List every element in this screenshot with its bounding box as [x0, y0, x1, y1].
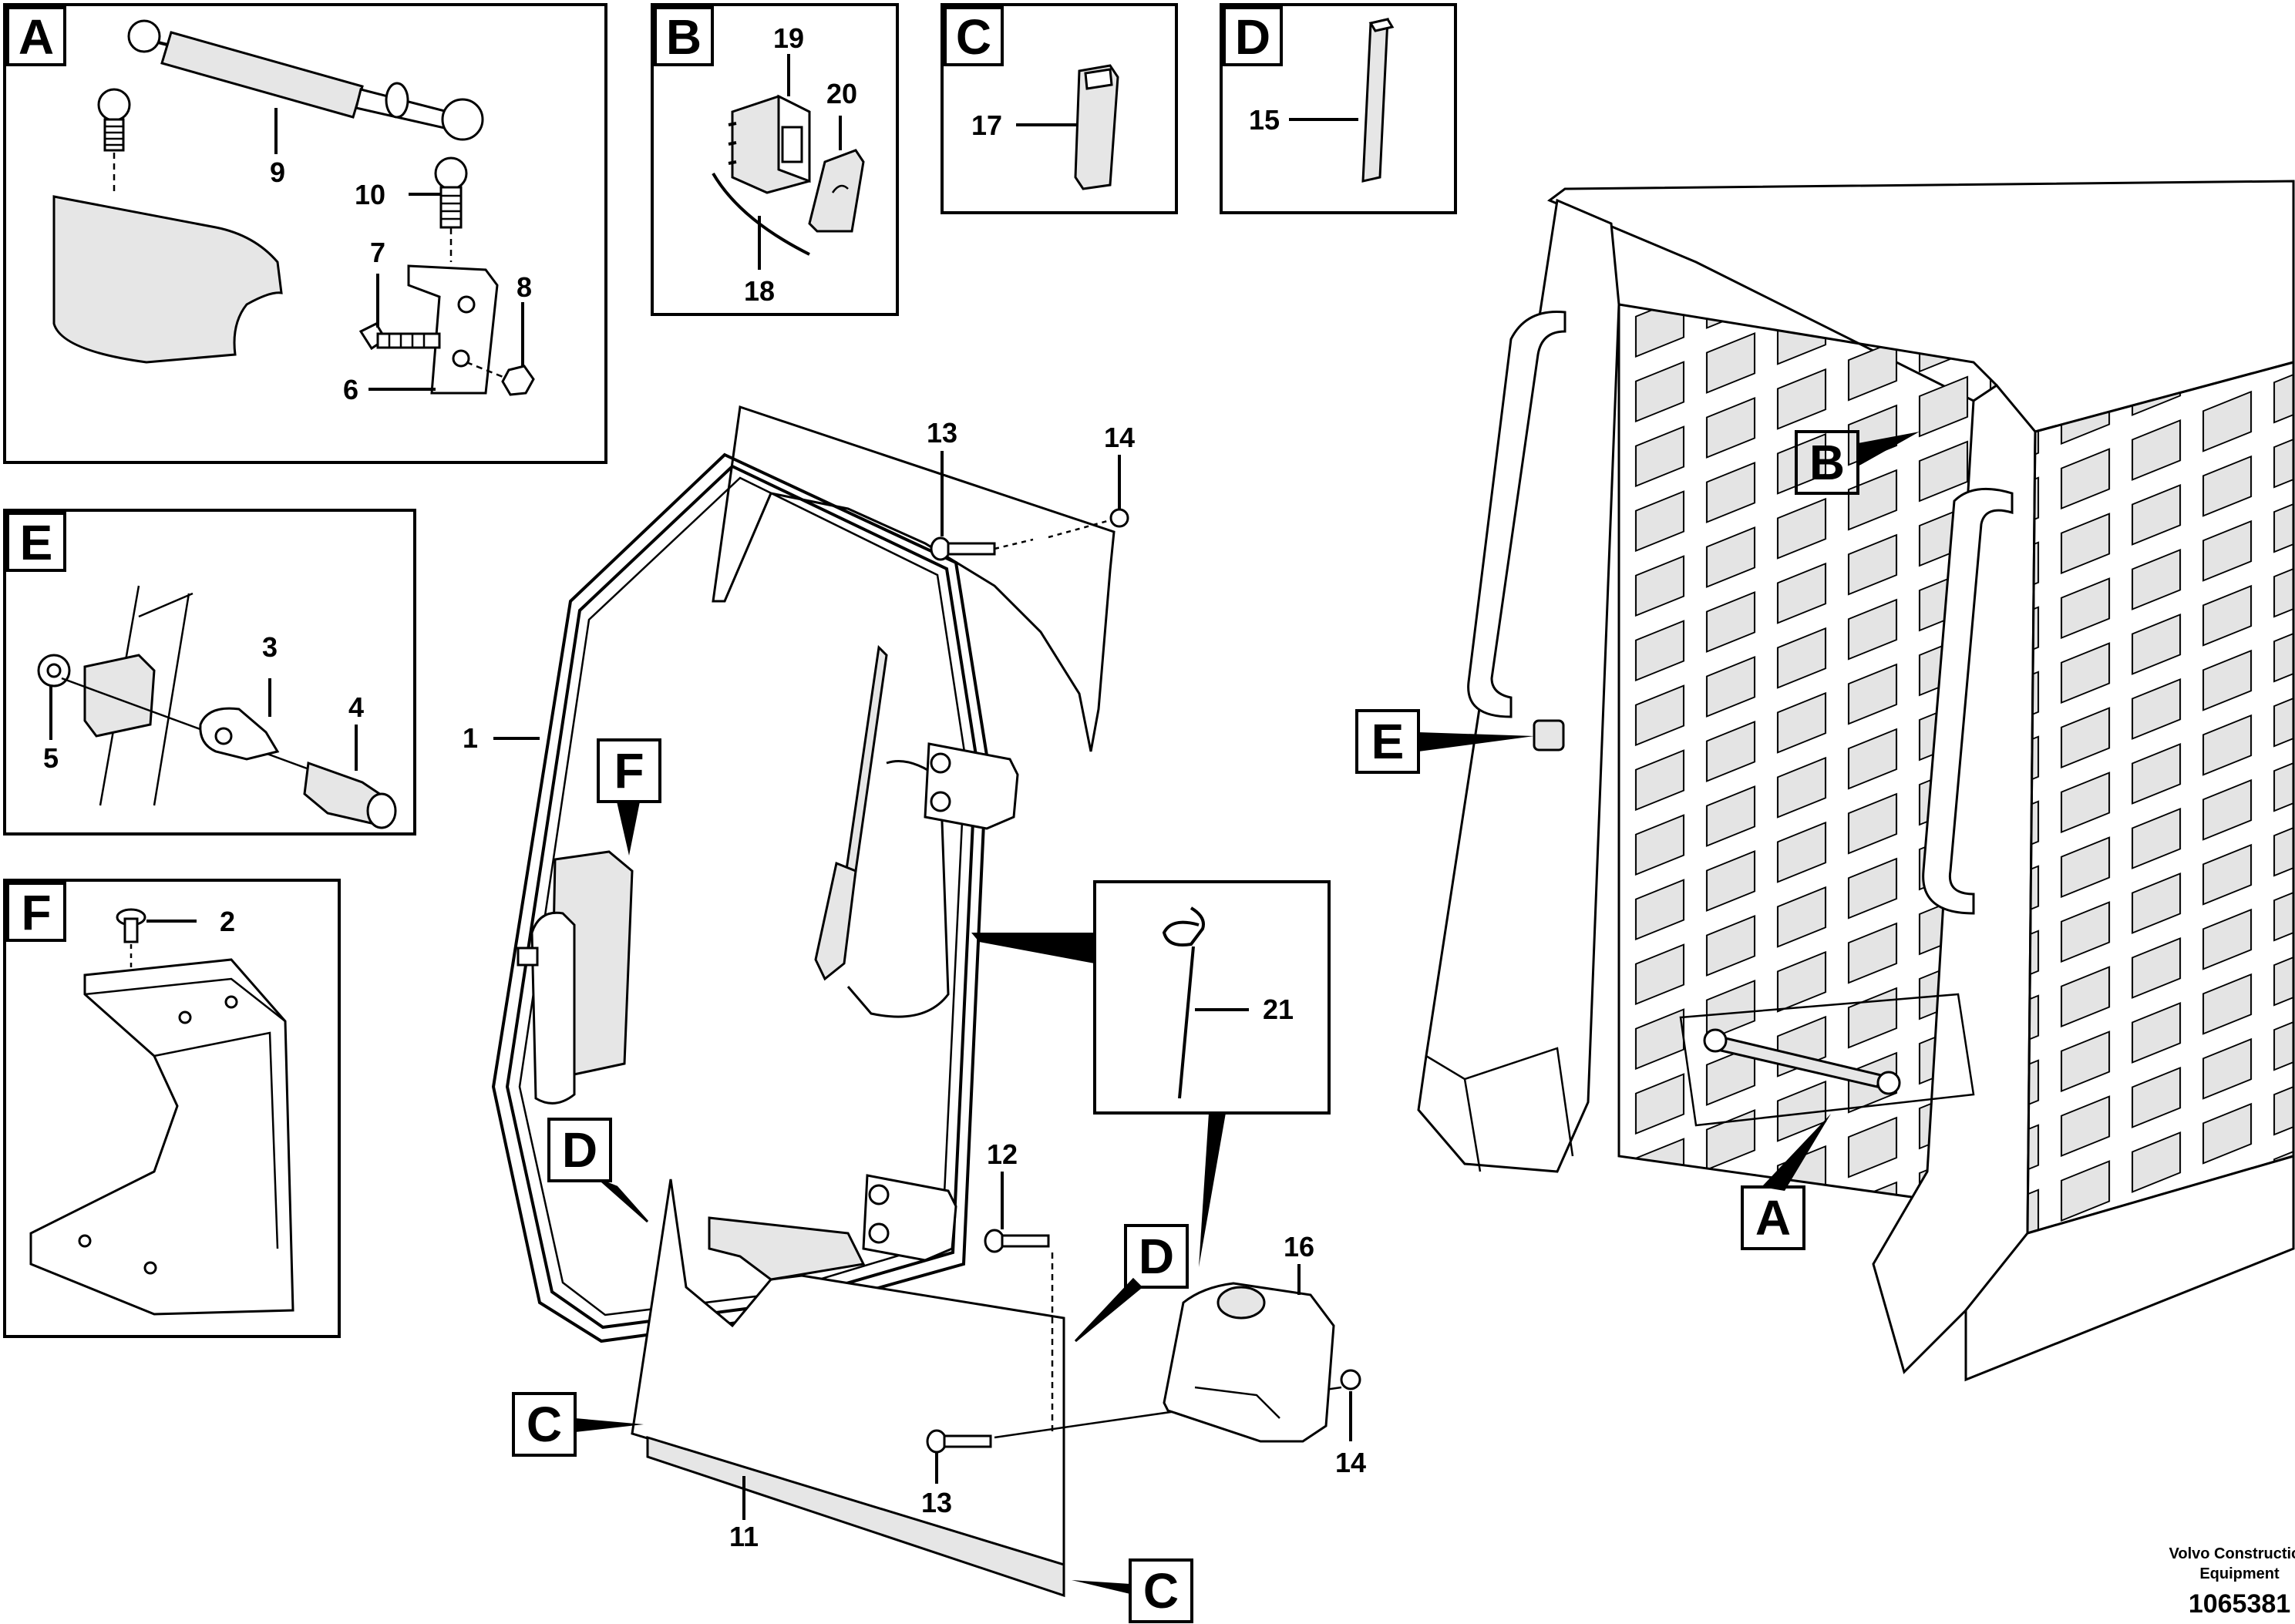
ball-stud-icon — [434, 156, 468, 262]
callout-c-right-letter: C — [1143, 1563, 1179, 1619]
detail-d-letter: D — [1235, 9, 1270, 65]
wire-detail-pointer-lower — [1199, 1113, 1226, 1267]
washer-reservoir-icon — [1163, 1282, 1335, 1443]
part-label-13-bottom: 13 — [921, 1487, 952, 1518]
gas-strut-icon — [127, 19, 484, 141]
rocker-switch-icon — [728, 94, 811, 194]
washer-icon — [37, 654, 71, 688]
cab-left-post-icon — [1417, 198, 1620, 1173]
detail-c-bumper: C 17 — [941, 3, 1178, 214]
drawing-number: 1065381 — [2189, 1589, 2290, 1619]
part-label-13-top: 13 — [927, 417, 957, 449]
upper-cover-panel-icon — [712, 405, 1116, 752]
washer-reservoir: 16 14 — [1163, 1231, 1366, 1478]
seal-strip-icon — [1361, 18, 1395, 183]
part-label-11: 11 — [729, 1521, 759, 1552]
detail-b-switch: B 19 20 18 — [651, 3, 899, 316]
part-label-14-bottom: 14 — [1335, 1447, 1366, 1478]
door-assembly: 1 13 14 12 13 11 F D D C C — [463, 405, 1342, 1623]
company-name-line-2: Equipment — [2199, 1565, 2280, 1582]
callout-d-left-letter: D — [562, 1122, 597, 1178]
part-label-21: 21 — [1263, 994, 1294, 1025]
bolt-icon — [358, 322, 441, 351]
wiper-arm-icon — [814, 644, 950, 1018]
clamp-icon — [199, 707, 280, 761]
company-name-line-1: Volvo Construction — [2169, 1545, 2295, 1562]
part-label-15: 15 — [1249, 104, 1280, 136]
washer-top-icon — [1048, 508, 1129, 539]
part-label-5: 5 — [43, 742, 59, 774]
bracket-icon — [407, 264, 499, 395]
part-label-8: 8 — [517, 271, 532, 303]
detail-a-frame — [3, 3, 607, 464]
detail-f-letter: F — [21, 885, 51, 940]
bolt-12-icon — [984, 1229, 1054, 1434]
hinge-upper-icon — [924, 742, 1019, 830]
ball-stud-left-icon — [97, 88, 131, 193]
part-label-7: 7 — [370, 237, 385, 268]
part-label-9: 9 — [270, 156, 285, 188]
switch-cover-icon — [808, 149, 865, 233]
detail-f-handle-cover: F 2 — [3, 879, 341, 1338]
callout-d-right-letter: D — [1139, 1229, 1174, 1284]
detail-c-letter: C — [956, 9, 991, 65]
wire-clip-icon — [1162, 906, 1205, 1099]
latch-pin-icon — [303, 761, 397, 829]
part-label-12: 12 — [987, 1138, 1018, 1170]
part-label-19: 19 — [773, 22, 804, 54]
detail-wire-clip: 21 — [971, 880, 1331, 1267]
part-label-2: 2 — [220, 906, 235, 937]
detail-e-door-latch: E 3 4 5 — [3, 509, 416, 836]
door-latch-icon — [1533, 719, 1565, 751]
part-label-1: 1 — [463, 722, 478, 754]
callout-a-letter: A — [1755, 1190, 1791, 1246]
detail-f-frame — [3, 879, 341, 1338]
handle-cover-icon — [29, 958, 294, 1316]
callout-d-right-box — [1124, 1224, 1189, 1289]
part-label-18: 18 — [744, 275, 775, 307]
callout-b-letter: B — [1809, 435, 1845, 490]
washer-bottom-icon — [1340, 1369, 1361, 1390]
latch-striker-icon — [83, 654, 156, 738]
grab-handle-left-icon — [1467, 310, 1566, 718]
detail-e-frame — [3, 509, 416, 836]
drawing-footer: Volvo Construction Equipment 1065381 — [2169, 1545, 2295, 1619]
bolt-top-icon — [930, 536, 1034, 561]
part-label-3: 3 — [262, 631, 278, 663]
callout-d-left-box — [547, 1118, 612, 1182]
callout-c-left-letter: C — [527, 1397, 562, 1452]
part-label-6: 6 — [343, 374, 358, 405]
part-label-17: 17 — [971, 109, 1002, 141]
detail-c-frame — [941, 3, 1178, 214]
detail-d-seal-strip: D 15 — [1220, 3, 1457, 214]
hinge-lower-icon — [862, 1174, 957, 1262]
callout-f-letter: F — [614, 743, 644, 799]
detail-a-letter-box — [6, 6, 66, 66]
detail-a-letter: A — [19, 9, 54, 65]
grab-handle-right-icon — [1922, 487, 2014, 915]
part-label-14-top: 14 — [1104, 422, 1135, 453]
door-handle-icon — [517, 850, 634, 1105]
part-label-10: 10 — [355, 179, 385, 210]
part-label-4: 4 — [348, 691, 364, 723]
callout-f-arrow — [617, 802, 640, 856]
part-label-20: 20 — [826, 78, 857, 109]
cab-rear-view: A B E — [1355, 180, 2295, 1382]
side-grille-icon — [2026, 361, 2295, 1236]
mounting-plate-icon — [52, 195, 283, 364]
callout-e-letter: E — [1371, 714, 1405, 769]
lower-seal-strip-icon — [646, 1435, 1065, 1598]
detail-d-frame — [1220, 3, 1457, 214]
detail-b-frame — [651, 3, 899, 316]
detail-b-letter: B — [666, 9, 702, 65]
detail-a-gas-strut: A — [3, 3, 607, 464]
detail-e-letter: E — [20, 515, 53, 570]
wire-detail-pointer — [971, 933, 1095, 963]
part-label-16: 16 — [1284, 1231, 1314, 1263]
rubber-bumper-icon — [1074, 64, 1119, 190]
nut-icon — [501, 365, 535, 396]
gas-strut-installed-icon — [1703, 1028, 1901, 1095]
wire-detail-frame — [1093, 880, 1331, 1115]
